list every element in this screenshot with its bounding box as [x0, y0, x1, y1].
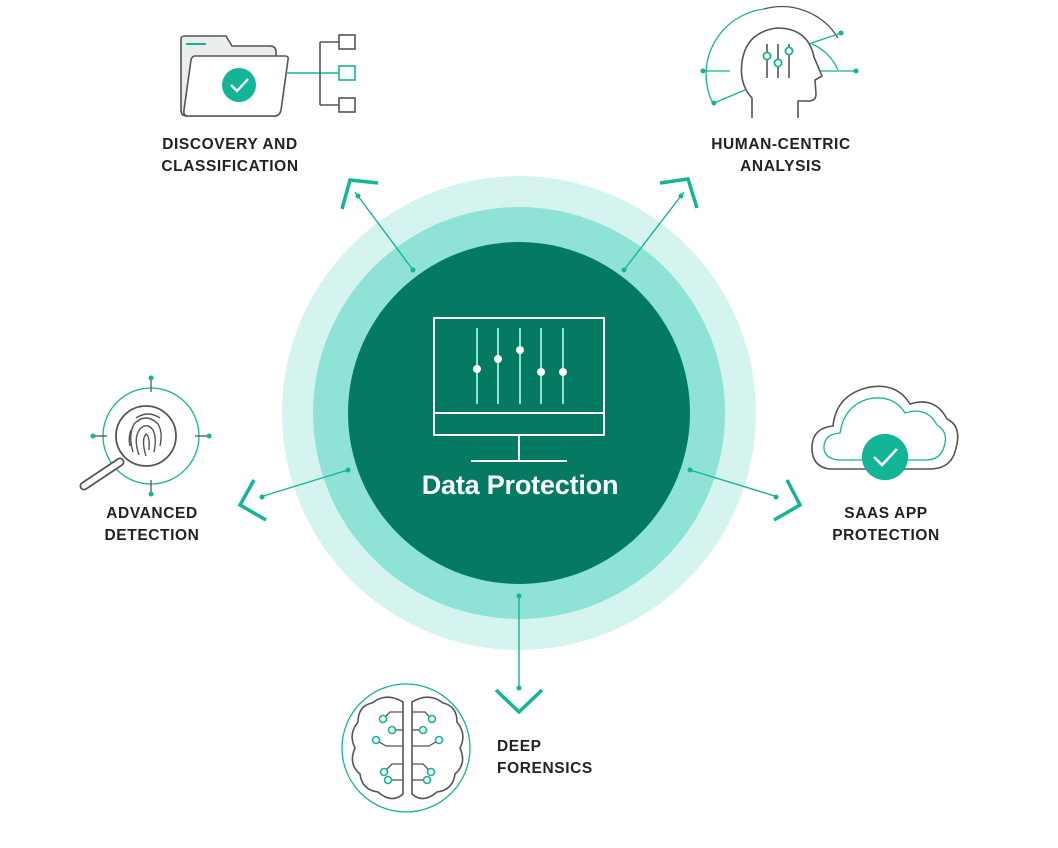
arrow-saas	[687, 467, 803, 522]
arrow-human	[621, 177, 699, 273]
label-forensics-line1: DEEP	[497, 738, 542, 755]
label-saas: SAAS APP PROTECTION	[826, 503, 946, 547]
monitor-sliders-icon	[433, 317, 605, 462]
label-human: HUMAN-CENTRIC ANALYSIS	[703, 134, 859, 178]
arrow-forensics	[494, 593, 544, 715]
label-human-line1: HUMAN-CENTRIC	[711, 136, 851, 153]
label-advanced-line1: ADVANCED	[106, 505, 198, 522]
label-discovery-line2: CLASSIFICATION	[161, 158, 299, 175]
folder-check-icon	[180, 34, 356, 117]
label-saas-line2: PROTECTION	[832, 527, 940, 544]
label-discovery: DISCOVERY AND CLASSIFICATION	[157, 134, 303, 178]
label-human-line2: ANALYSIS	[740, 158, 822, 175]
head-sliders-icon	[700, 5, 859, 118]
label-advanced: ADVANCED DETECTION	[96, 503, 208, 547]
arrow-advanced	[237, 467, 351, 522]
label-saas-line1: SAAS APP	[844, 505, 928, 522]
fingerprint-magnifier-icon	[79, 375, 212, 497]
label-forensics: DEEP FORENSICS	[497, 736, 617, 780]
cloud-check-icon	[811, 385, 959, 480]
label-discovery-line1: DISCOVERY AND	[162, 136, 298, 153]
brain-circuit-icon	[341, 683, 471, 813]
center-title: Data Protection	[421, 470, 619, 500]
label-forensics-line2: FORENSICS	[497, 760, 593, 777]
connector-arrows	[237, 177, 803, 715]
arrow-discovery	[340, 178, 416, 273]
label-advanced-line2: DETECTION	[104, 527, 200, 544]
